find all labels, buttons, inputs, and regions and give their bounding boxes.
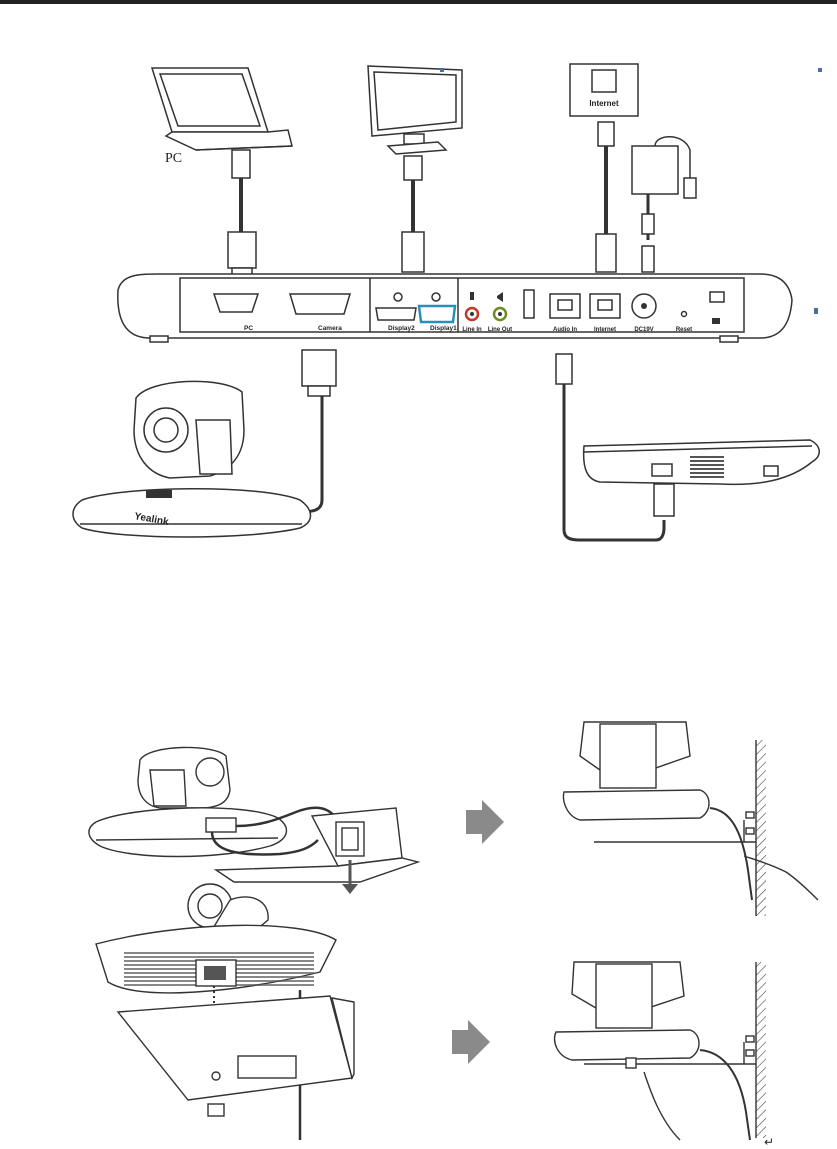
internet-jack-label: Internet [589, 99, 619, 108]
port-camera [290, 294, 350, 314]
connection-diagram: PC Internet [73, 64, 822, 540]
camera-mount-step-2 [96, 884, 354, 1140]
vga-cable-pc [228, 150, 256, 276]
label-display2: Display2 [388, 325, 415, 332]
port-reset [682, 312, 687, 317]
ptz-camera-icon: Yealink [73, 381, 311, 537]
label-audio-in: Audio In [553, 327, 577, 333]
corner-marker [440, 68, 444, 72]
port-dc [632, 294, 656, 318]
corner-marker [818, 68, 822, 72]
hand-icon [644, 1072, 680, 1140]
microphone-icon [470, 292, 474, 300]
wall-hatch [756, 740, 766, 916]
camera-with-cable-icon [89, 747, 344, 856]
label-line-out: Line Out [488, 327, 512, 333]
ethernet-cable [596, 122, 616, 272]
wall-hatch [756, 962, 766, 1138]
hdmi-cable [402, 156, 424, 272]
label-reset: Reset [676, 327, 692, 333]
pc-label: PC [165, 151, 182, 166]
port-internet [590, 294, 620, 318]
hand-icon [744, 856, 818, 900]
return-glyph: ↵ [764, 1135, 774, 1149]
port-usb [524, 290, 534, 318]
label-internet: Internet [594, 327, 616, 333]
camera-wall-mounted-1 [564, 722, 818, 916]
laptop-icon [152, 68, 292, 150]
camera-mount-step-1 [89, 747, 418, 894]
port-pc [214, 294, 258, 312]
internet-jack-icon [570, 64, 638, 116]
camera-cable [268, 350, 336, 512]
label-dc: DC19V [634, 327, 653, 333]
label-pc: PC [244, 325, 253, 332]
label-display1: Display1 [430, 325, 457, 332]
camera-wall-mounted-2 [555, 962, 766, 1140]
monitor-icon [368, 66, 462, 154]
power-adapter-icon [632, 137, 696, 272]
port-audio-in [550, 294, 580, 318]
conference-phone-icon [584, 440, 820, 516]
bracket-plate-icon [118, 996, 354, 1116]
label-line-in: Line In [462, 327, 482, 333]
screw-icon [208, 1104, 224, 1116]
label-camera: Camera [318, 325, 342, 332]
step-arrow-2 [452, 1020, 490, 1064]
corner-marker [814, 308, 818, 314]
step-arrow-1 [466, 800, 504, 844]
